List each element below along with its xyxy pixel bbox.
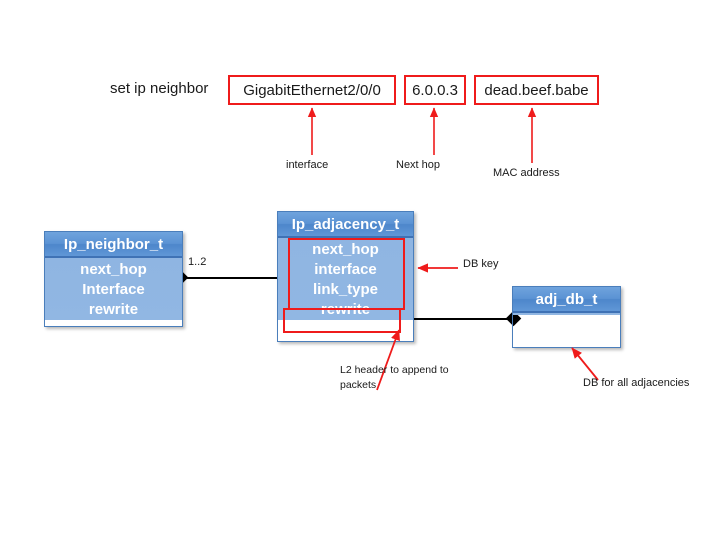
annotation-db-key: DB key [463, 258, 499, 270]
class-fields-ip-neighbor-t: next_hop Interface rewrite [45, 258, 182, 320]
class-title-ip-adjacency-t: Ip_adjacency_t [278, 212, 413, 238]
class-box-ip-adjacency-t: Ip_adjacency_t next_hop interface link_t… [277, 211, 414, 342]
class-title-adj-db-t: adj_db_t [513, 287, 620, 313]
multiplicity-label: 1..2 [188, 256, 207, 268]
command-field-interface: GigabitEthernet2/0/0 [228, 75, 396, 105]
arrow-db-all-icon [571, 347, 599, 381]
connector-neighbor-adjacency [182, 277, 278, 279]
class-fields-ip-adjacency-t: next_hop interface link_type rewrite [278, 238, 413, 320]
field-next-hop: next_hop [312, 241, 379, 258]
caption-next-hop: Next hop [396, 159, 441, 171]
field-rewrite: rewrite [88, 301, 139, 318]
annotation-db-all-adjacencies: DB for all adjacencies [583, 377, 690, 389]
field-interface: interface [314, 261, 377, 278]
field-next-hop: next_hop [80, 261, 147, 278]
caption-mac-address: MAC address [493, 167, 560, 179]
class-box-adj-db-t: adj_db_t [512, 286, 621, 348]
command-label: set ip neighbor [110, 80, 209, 97]
annotation-l2-header: L2 header to append to packets [340, 364, 449, 391]
command-field-mac: dead.beef.babe [474, 75, 599, 105]
class-box-ip-neighbor-t: Ip_neighbor_t next_hop Interface rewrite [44, 231, 183, 327]
field-interface: Interface [82, 281, 145, 298]
caption-interface: interface [286, 159, 329, 171]
class-fields-adj-db-t [513, 313, 620, 315]
field-link-type: link_type [312, 281, 379, 298]
class-title-ip-neighbor-t: Ip_neighbor_t [45, 232, 182, 258]
command-field-next-hop: 6.0.0.3 [404, 75, 466, 105]
field-rewrite: rewrite [320, 301, 371, 318]
connector-adjacency-adjdb [400, 318, 514, 320]
